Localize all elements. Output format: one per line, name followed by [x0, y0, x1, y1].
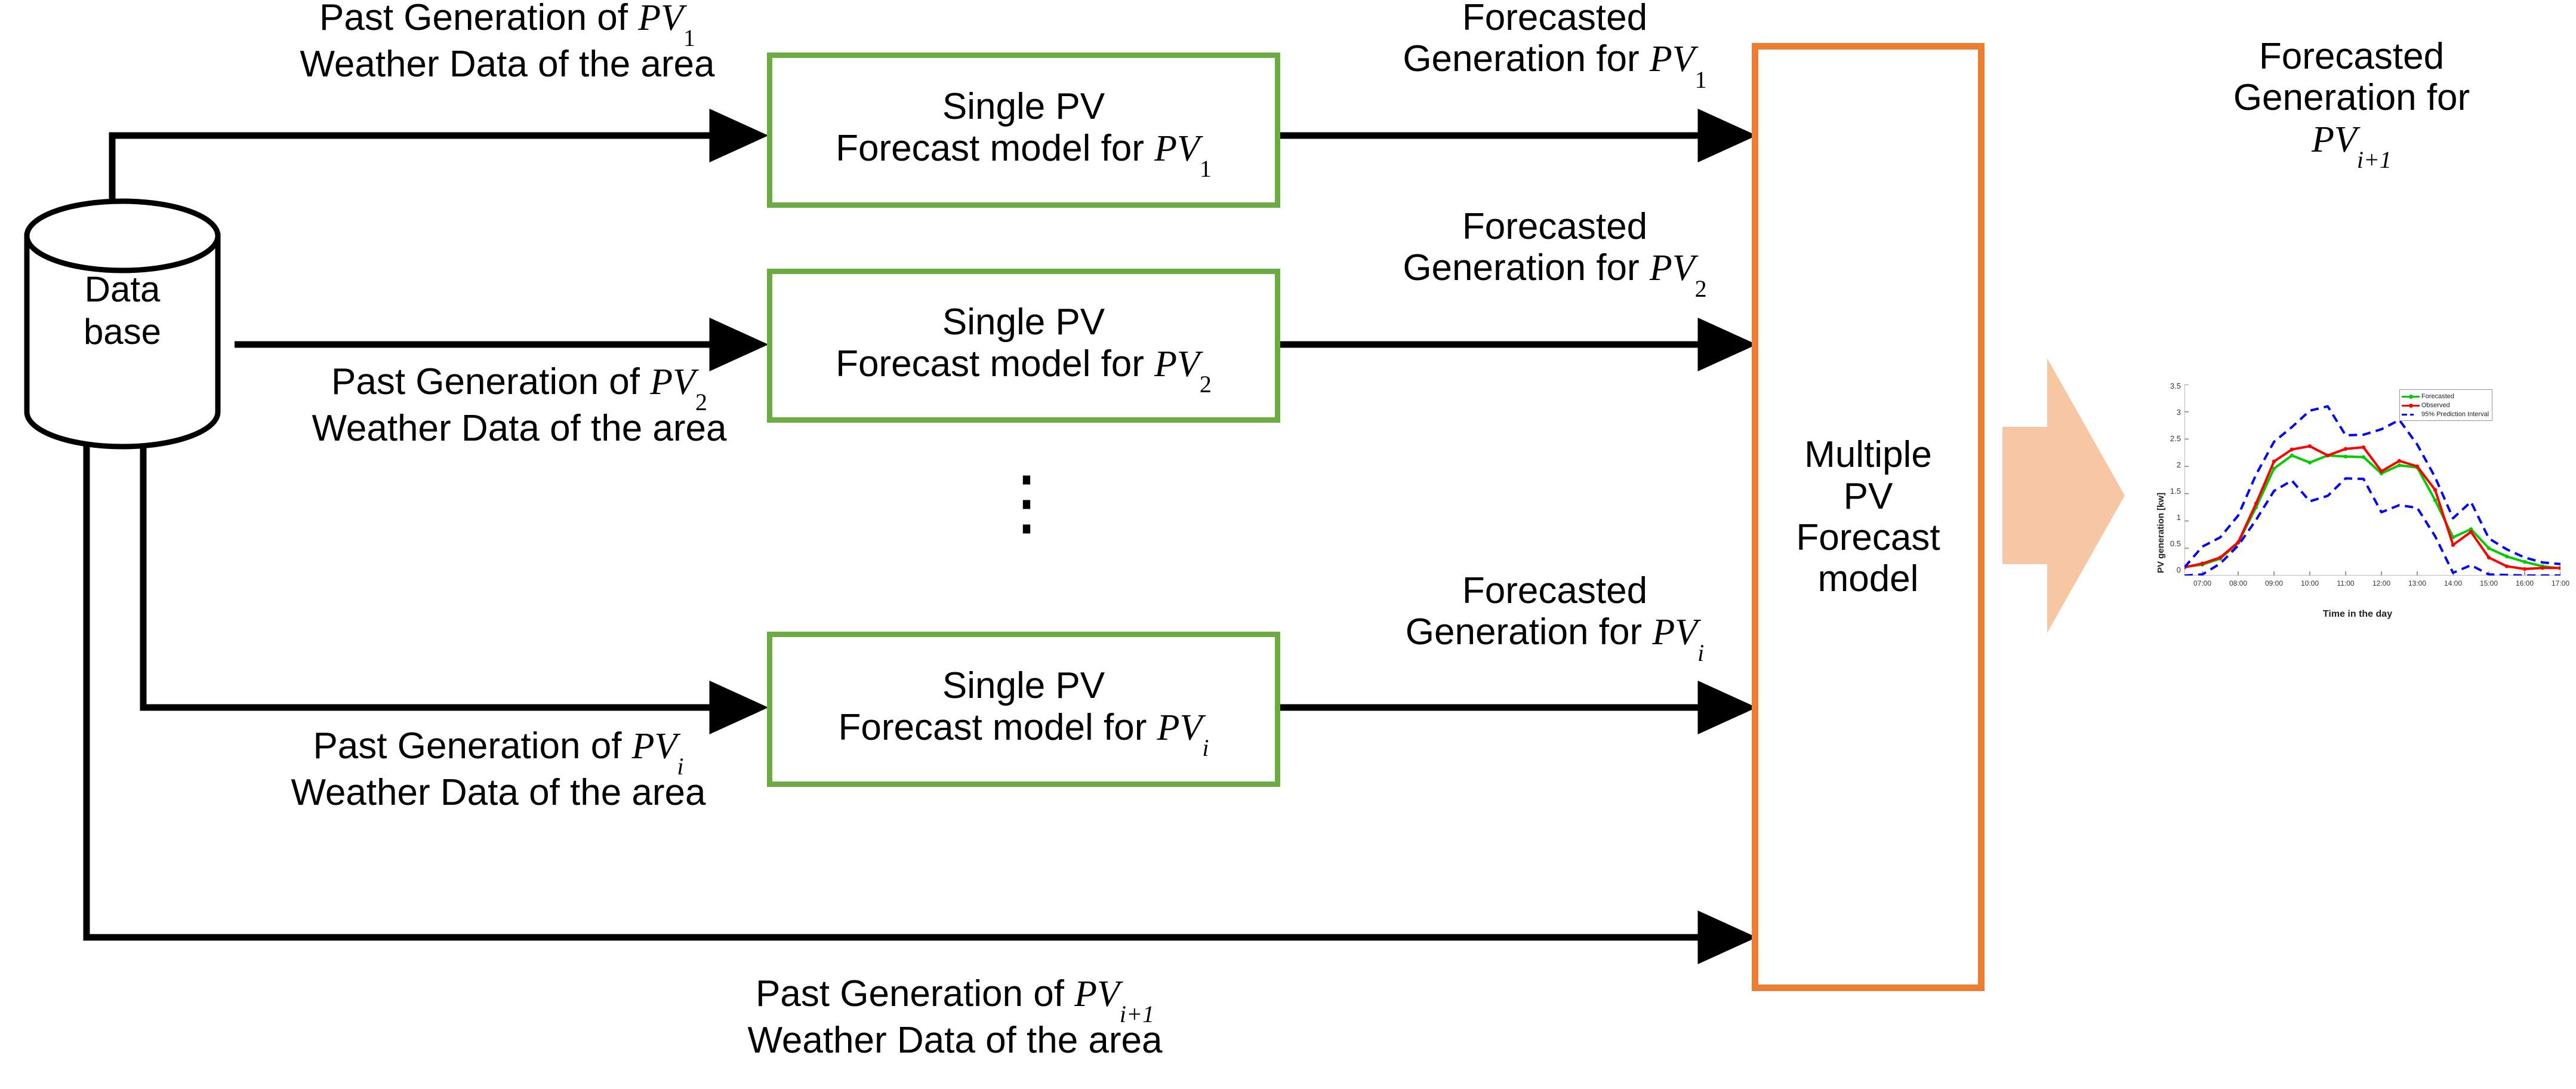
- connector-db-to-aggregate: [83, 445, 1757, 965]
- chart-ytick: 2: [2176, 460, 2181, 469]
- legend-item-forecasted: Forecasted: [2402, 392, 2489, 401]
- vertical-ellipsis-icon: ⋮: [991, 463, 1062, 542]
- legend-swatch-observed: [2402, 402, 2420, 409]
- input-label-pv2: Past Generation of PV2 Weather Data of t…: [312, 361, 727, 450]
- database-label: Data base: [83, 269, 162, 352]
- chart-series-95-prediction-interval: [2184, 405, 2560, 568]
- chart-xtick: 09:00: [2264, 579, 2284, 587]
- result-title: Forecasted Generation for PVi+1: [2233, 36, 2470, 174]
- input-label-pvi1: Past Generation of PVi+1 Weather Data of…: [747, 973, 1163, 1062]
- multiple-pv-model-box[interactable]: Multiple PV Forecast model: [1752, 43, 1985, 991]
- chart-ytick: 0.5: [2170, 539, 2181, 548]
- multiple-pv-model-label: Multiple PV Forecast model: [1796, 434, 1940, 600]
- single-pv-model-box-1[interactable]: Single PV Forecast model for PV1: [767, 53, 1280, 208]
- chart-ylabel: PV generation [kw]: [2156, 492, 2166, 573]
- output-label-pv1: Forecasted Generation for PV1: [1403, 0, 1707, 93]
- forecast-chart: PV generation [kw] 3.5 3 2.5 2 1.5 1 0.5…: [2149, 376, 2569, 627]
- chart-xtick: 11:00: [2337, 579, 2355, 587]
- chart-plot-area: [2184, 384, 2560, 576]
- chart-xtick: 15:00: [2479, 579, 2498, 587]
- single-pv-model-label-1: Single PV Forecast model for PV1: [836, 86, 1212, 183]
- single-pv-model-box-2[interactable]: Single PV Forecast model for PV2: [767, 269, 1280, 423]
- big-result-arrow: [2002, 358, 2125, 633]
- legend-label: Observed: [2421, 401, 2450, 409]
- database-cylinder: [24, 198, 221, 450]
- chart-xtick: 17:00: [2551, 579, 2570, 587]
- chart-series-forecasted: [2184, 454, 2560, 570]
- chart-xtick: 12:00: [2372, 579, 2391, 587]
- connector-db-to-model-i: [140, 445, 769, 735]
- chart-ytick: 0: [2176, 565, 2181, 574]
- chart-xlabel: Time in the day: [2322, 609, 2393, 619]
- chart-series-observed: [2184, 445, 2560, 571]
- single-pv-model-label-i: Single PV Forecast model for PVi: [838, 665, 1209, 762]
- legend-label: 95% Prediction Interval: [2421, 410, 2489, 418]
- output-label-pvi: Forecasted Generation for PVi: [1405, 570, 1705, 666]
- legend-item-observed: Observed: [2402, 401, 2489, 410]
- chart-legend: Forecasted Observed 95% Prediction Inter…: [2399, 389, 2493, 421]
- input-label-pvi: Past Generation of PVi Weather Data of t…: [291, 725, 706, 814]
- chart-ytick: 3.5: [2170, 382, 2181, 390]
- single-pv-model-label-2: Single PV Forecast model for PV2: [836, 302, 1212, 398]
- connector-db-to-model-1: [109, 108, 769, 221]
- chart-xtick: 10:00: [2300, 579, 2319, 587]
- chart-series-95-prediction-interval: [2184, 477, 2560, 576]
- single-pv-model-box-i[interactable]: Single PV Forecast model for PVi: [767, 632, 1280, 787]
- chart-xtick: 13:00: [2408, 579, 2427, 587]
- chart-ytick: 1: [2176, 513, 2181, 522]
- chart-xtick: 07:00: [2193, 579, 2212, 587]
- legend-item-prediction-interval: 95% Prediction Interval: [2402, 410, 2489, 419]
- chart-xtick: 14:00: [2443, 579, 2463, 587]
- chart-ytick: 2.5: [2170, 434, 2181, 443]
- output-label-pv2: Forecasted Generation for PV2: [1403, 206, 1707, 302]
- chart-xtick: 08:00: [2229, 579, 2248, 587]
- legend-label: Forecasted: [2421, 392, 2455, 400]
- chart-xtick: 16:00: [2515, 579, 2534, 587]
- input-label-pv1: Past Generation of PV1 Weather Data of t…: [300, 0, 715, 85]
- chart-ytick: 1.5: [2170, 487, 2181, 496]
- legend-swatch-forecasted: [2402, 393, 2420, 400]
- legend-swatch-prediction-interval: [2402, 411, 2420, 418]
- chart-ytick: 3: [2176, 408, 2181, 417]
